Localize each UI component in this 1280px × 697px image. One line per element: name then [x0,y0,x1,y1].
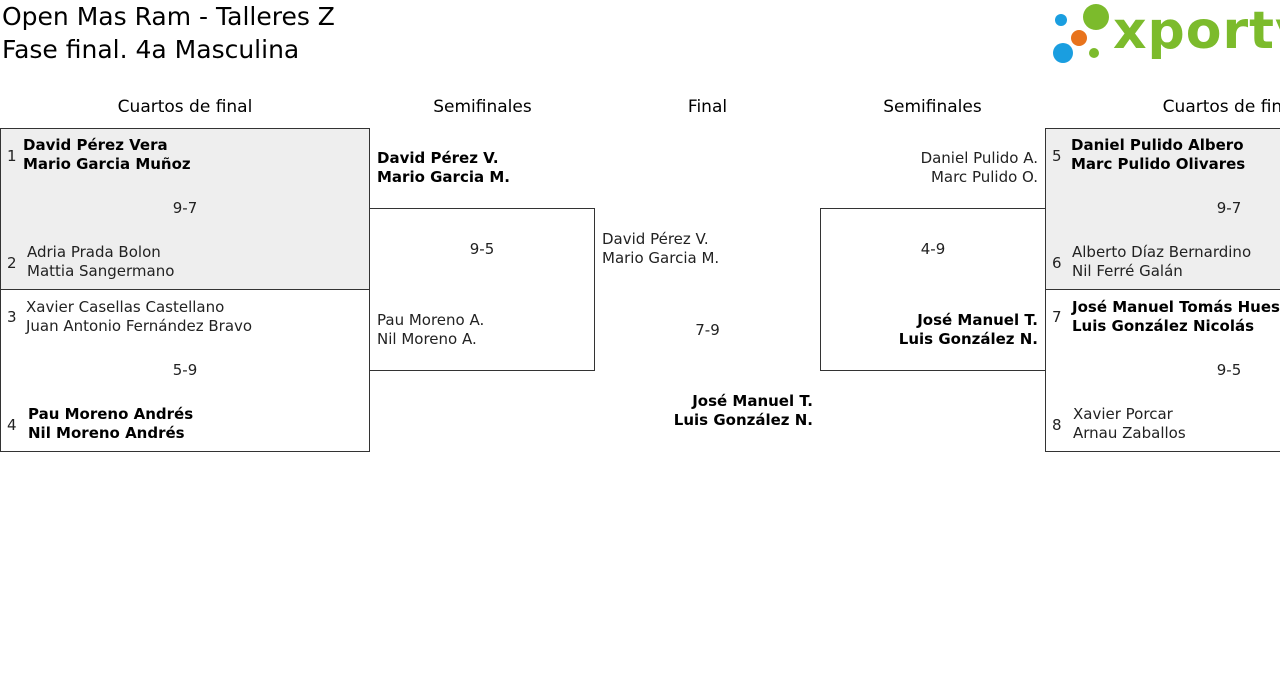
player-name: Luis González N. [673,411,813,429]
player-name: Alberto Díaz Bernardino [1072,243,1252,261]
seed-number: 3 [7,308,17,326]
player-name: David Pérez V. [377,149,499,167]
player-name: David Pérez Vera [23,136,168,154]
match-score: 9-7 [1216,199,1242,217]
player-name: Xavier Casellas Castellano [26,298,225,316]
logo-wordmark: xporty [1113,1,1280,61]
player-name: Marc Pulido O. [930,168,1038,186]
player-name: Luis González Nicolás [1072,317,1255,335]
player-name: Daniel Pulido A. [920,149,1038,167]
match-score: 9-5 [469,240,495,258]
phase-subtitle: Fase final. 4a Masculina [2,35,300,64]
xporty-logo[interactable]: xporty [1050,1,1280,66]
match-score: 5-9 [172,361,198,379]
match-score: 4-9 [920,240,946,258]
match-score: 9-7 [172,199,198,217]
player-name: Arnau Zaballos [1073,424,1186,442]
player-name: Mattia Sangermano [27,262,175,280]
player-name: Nil Moreno A. [377,330,477,348]
seed-number: 8 [1052,416,1062,434]
seed-number: 4 [7,416,17,434]
player-name: José Manuel T. [692,392,813,410]
player-name: Marc Pulido Olivares [1071,155,1246,173]
qf-left-match-1[interactable] [0,128,370,290]
player-name: José Manuel T. [917,311,1038,329]
round-header-sf-right: Semifinales [883,97,982,117]
player-name: Mario Garcia M. [602,249,720,267]
tournament-title: Open Mas Ram - Talleres Z [2,2,335,31]
seed-number: 6 [1052,254,1062,272]
player-name: Daniel Pulido Albero [1071,136,1244,154]
seed-number: 7 [1052,308,1062,326]
final-score: 7-9 [695,321,720,339]
player-name: Nil Ferré Galán [1072,262,1183,280]
player-name: Adria Prada Bolon [27,243,161,261]
player-name: Juan Antonio Fernández Bravo [26,317,253,335]
logo-dots-icon [1053,4,1109,63]
player-name: Pau Moreno A. [377,311,485,329]
seed-number: 2 [7,254,17,272]
round-header-sf-left: Semifinales [433,97,532,117]
player-name: David Pérez V. [602,230,709,248]
player-name: Luis González N. [898,330,1038,348]
round-header-final: Final [687,97,728,117]
qf-right-match-2[interactable] [1045,289,1280,452]
round-header-qf-left: Cuartos de final [117,97,253,117]
player-name: Pau Moreno Andrés [28,405,194,423]
player-name: Nil Moreno Andrés [28,424,185,442]
player-name: Mario Garcia Muñoz [23,155,191,173]
seed-number: 5 [1052,147,1062,165]
seed-number: 1 [7,147,17,165]
player-name: Mario Garcia M. [377,168,510,186]
player-name: José Manuel Tomás Huesca [1072,298,1280,316]
sf-left-match[interactable] [369,208,595,371]
match-score: 9-5 [1216,361,1242,379]
player-name: Xavier Porcar [1073,405,1173,423]
qf-right-match-1[interactable] [1045,128,1280,290]
round-header-qf-right: Cuartos de final [1162,97,1280,117]
